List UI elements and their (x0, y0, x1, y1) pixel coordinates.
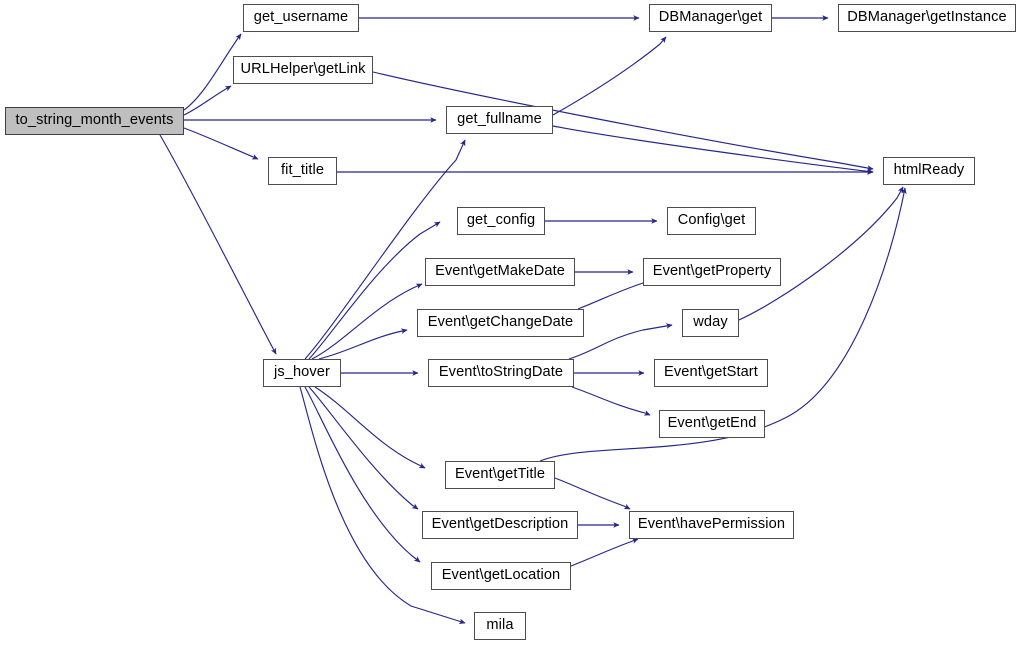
graph-node-event_tostringdate[interactable]: Event\toStringDate (428, 359, 574, 387)
call-edge (570, 538, 639, 567)
graph-node-mila[interactable]: mila (474, 612, 526, 640)
graph-node-label: to_string_month_events (15, 112, 174, 129)
graph-node-label: Event\havePermission (637, 516, 786, 533)
call-edge (552, 36, 667, 116)
graph-node-label: js_hover (274, 364, 330, 381)
graph-node-event_getchangedate[interactable]: Event\getChangeDate (417, 309, 584, 337)
graph-node-get_fullname[interactable]: get_fullname (446, 106, 553, 134)
call-edge (552, 125, 874, 175)
call-edge (577, 279, 653, 310)
graph-node-dbmanager_get[interactable]: DBManager\get (649, 4, 772, 32)
call-edge (311, 283, 423, 360)
graph-node-to_string_month_events[interactable]: to_string_month_events (5, 107, 184, 135)
graph-node-event_havepermission[interactable]: Event\havePermission (629, 511, 794, 539)
graph-node-label: Event\getDescription (431, 516, 569, 533)
graph-node-label: Event\getChangeDate (427, 314, 574, 331)
graph-node-label: get_config (466, 212, 536, 229)
graph-node-label: Config\get (677, 212, 746, 229)
graph-node-fit_title[interactable]: fit_title (268, 157, 337, 185)
call-edge (568, 323, 673, 360)
graph-node-config_get[interactable]: Config\get (667, 207, 756, 235)
graph-node-label: DBManager\getInstance (847, 9, 1007, 26)
graph-node-label: Event\getMakeDate (435, 263, 565, 280)
call-edge (308, 221, 441, 360)
graph-node-label: Event\getLocation (441, 567, 561, 584)
graph-node-dbmanager_getinstance[interactable]: DBManager\getInstance (838, 4, 1016, 32)
graph-node-get_username[interactable]: get_username (243, 4, 359, 32)
call-edge (183, 85, 232, 116)
graph-node-label: Event\getEnd (667, 415, 757, 432)
call-edge (308, 386, 419, 510)
call-edge (314, 386, 426, 469)
graph-node-event_getlocation[interactable]: Event\getLocation (431, 562, 571, 590)
graph-node-get_config[interactable]: get_config (457, 207, 545, 235)
graph-node-label: get_username (253, 9, 349, 26)
call-edge (554, 477, 631, 510)
graph-node-label: Event\toStringDate (438, 364, 564, 381)
graph-node-label: mila (486, 617, 514, 634)
call-edge (318, 328, 408, 360)
graph-node-wday[interactable]: wday (682, 309, 739, 337)
graph-node-label: Event\getProperty (652, 263, 772, 280)
graph-node-label: htmlReady (893, 162, 965, 179)
graph-node-label: Event\getStart (664, 364, 758, 381)
graph-node-event_getdescription[interactable]: Event\getDescription (422, 511, 578, 539)
graph-node-urlhelper_getlink[interactable]: URLHelper\getLink (233, 56, 373, 84)
graph-node-event_gettitle[interactable]: Event\getTitle (445, 461, 555, 489)
graph-node-label: wday (693, 314, 728, 331)
graph-node-event_getproperty[interactable]: Event\getProperty (643, 258, 781, 286)
call-edge (738, 186, 904, 321)
graph-node-event_getend[interactable]: Event\getEnd (659, 410, 765, 438)
graph-node-event_getstart[interactable]: Event\getStart (654, 359, 768, 387)
graph-node-event_getmakedate[interactable]: Event\getMakeDate (425, 258, 575, 286)
graph-node-htmlready[interactable]: htmlReady (883, 157, 975, 185)
graph-node-label: DBManager\get (658, 9, 763, 26)
call-edge (159, 134, 277, 355)
graph-node-label: URLHelper\getLink (240, 61, 366, 78)
graph-node-label: fit_title (280, 162, 325, 179)
call-edge (571, 386, 651, 416)
graph-node-js_hover[interactable]: js_hover (263, 359, 341, 387)
call-edge (304, 386, 421, 563)
call-edge (183, 127, 259, 160)
graph-node-label: Event\getTitle (454, 466, 546, 483)
graph-node-label: get_fullname (457, 111, 542, 128)
